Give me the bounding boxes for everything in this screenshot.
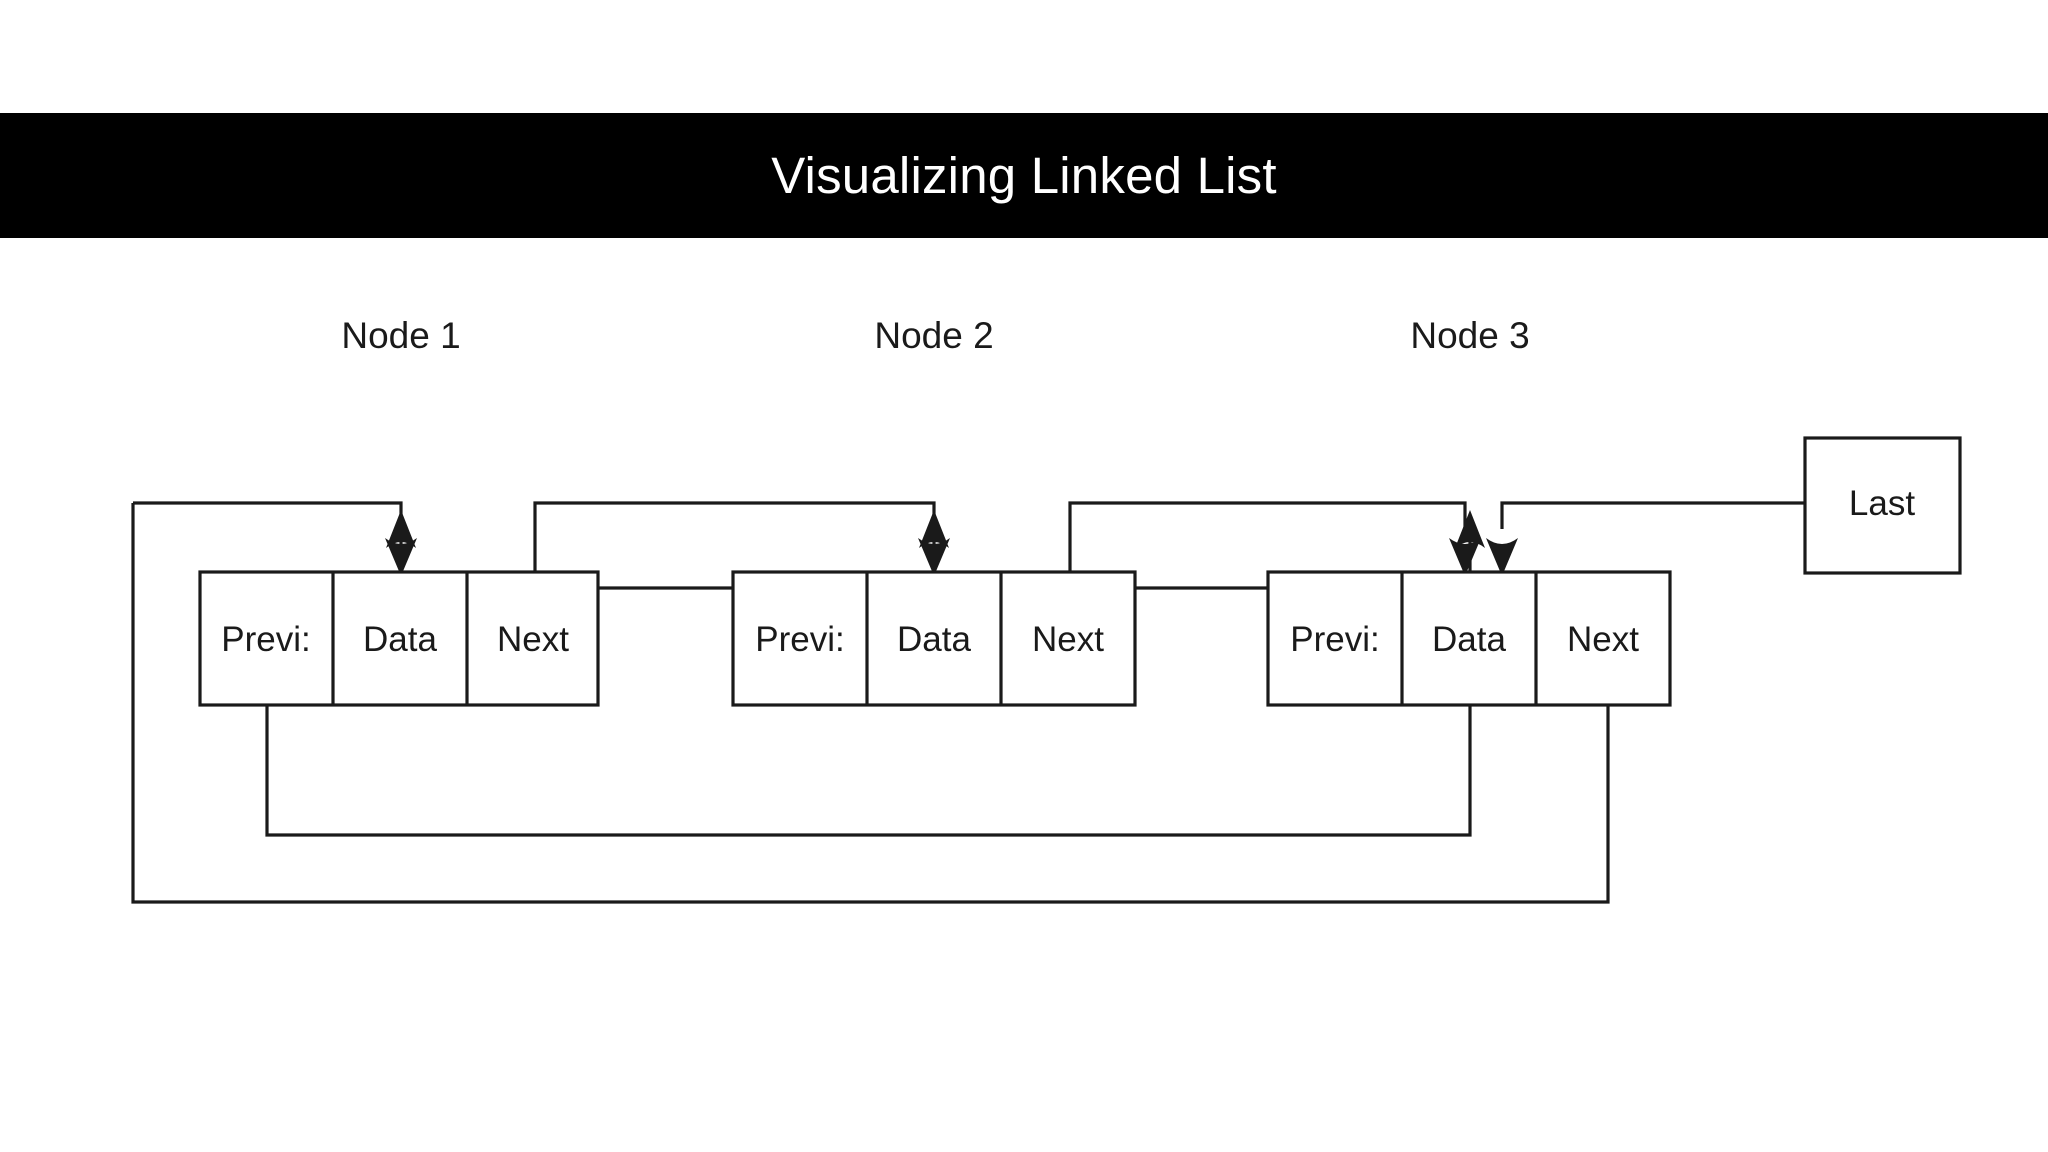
connector-node1-data-top-entry xyxy=(133,501,403,529)
connector-last-to-node3-data xyxy=(1500,501,1805,529)
page-title: Visualizing Linked List xyxy=(771,147,1277,204)
node-3-next-label: Next xyxy=(1567,620,1639,659)
node-3-frame xyxy=(1266,570,1672,707)
node-2-prev-label: Previ: xyxy=(755,620,844,659)
node-1-frame xyxy=(198,570,600,707)
title-bar: Visualizing Linked List xyxy=(0,113,2048,238)
connector-node1-next-to-node2-data xyxy=(533,501,936,572)
connector-node3-next-to-node1-data xyxy=(131,503,1610,904)
node-1-data-label: Data xyxy=(363,620,437,659)
node-1-box[interactable]: Previ: Data Next xyxy=(198,570,600,707)
arrowhead-up-into-node3-data xyxy=(1455,510,1485,548)
node-2-next-label: Next xyxy=(1032,620,1104,659)
last-box[interactable]: Last xyxy=(1803,436,1962,575)
node-3-data-label: Data xyxy=(1432,620,1506,659)
diagram-svg: Node 1 Node 2 Node 3 Previ: Data Next Pr… xyxy=(131,315,1962,904)
connector-node2-next-to-node3-data xyxy=(1068,501,1467,572)
node-1-label: Node 1 xyxy=(341,315,460,356)
node-3-prev-label: Previ: xyxy=(1290,620,1379,659)
node-2-box[interactable]: Previ: Data Next xyxy=(731,570,1137,707)
node-1-prev-label: Previ: xyxy=(221,620,310,659)
arrowhead-up-into-node1-data xyxy=(386,510,416,548)
arrowhead-layer xyxy=(385,510,1518,576)
last-frame xyxy=(1803,436,1962,575)
arrowhead-into-node1-data xyxy=(385,538,417,576)
node-2-frame xyxy=(731,570,1137,707)
last-label: Last xyxy=(1849,484,1915,523)
arrowhead-up-into-node2-data xyxy=(919,510,949,548)
node-3-label: Node 3 xyxy=(1410,315,1529,356)
linked-list-diagram: Node 1 Node 2 Node 3 Previ: Data Next Pr… xyxy=(0,238,2048,1152)
node-3-box[interactable]: Previ: Data Next xyxy=(1266,570,1672,707)
arrowhead-into-node3-data-b xyxy=(1486,538,1518,576)
node-1-next-label: Next xyxy=(497,620,569,659)
node-2-data-label: Data xyxy=(897,620,971,659)
node-2-label: Node 2 xyxy=(874,315,993,356)
arrowhead-into-node3-data-a xyxy=(1449,538,1481,576)
arrowhead-into-node2-data xyxy=(918,538,950,576)
